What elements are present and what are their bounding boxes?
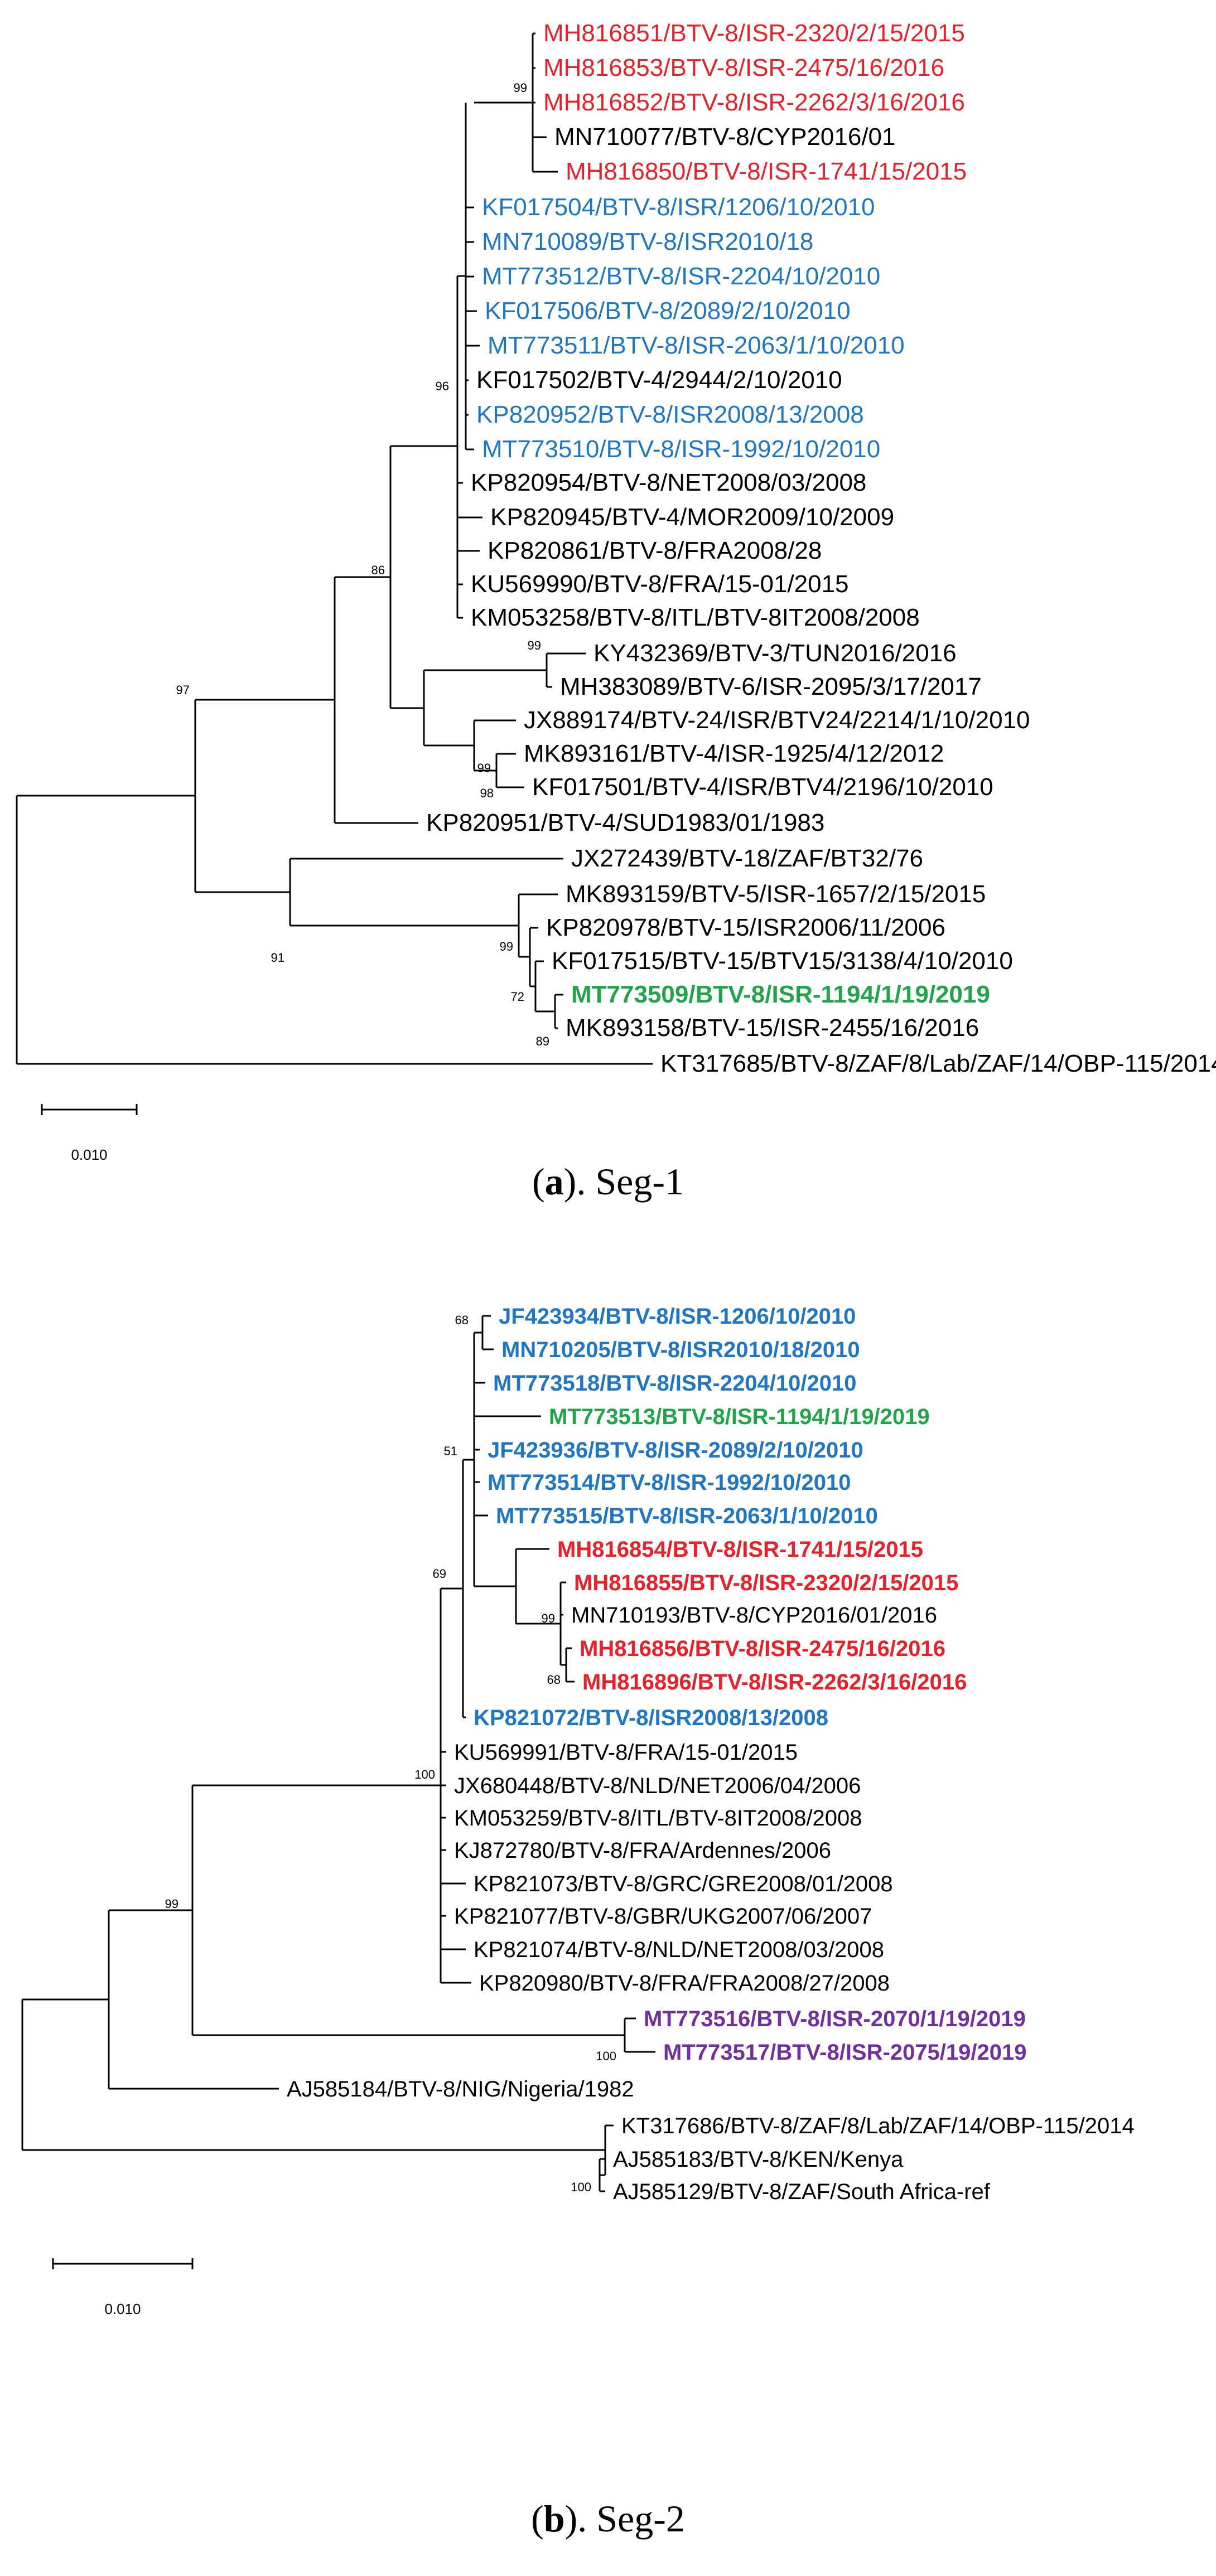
bootstrap-value: 98 xyxy=(480,786,494,800)
tree-leaf-label: KM053258/BTV-8/ITL/BTV-8IT2008/2008 xyxy=(471,604,920,631)
tree-leaf-label: KP820951/BTV-4/SUD1983/01/1983 xyxy=(426,809,824,836)
bootstrap-value: 91 xyxy=(271,951,284,965)
bootstrap-value: 68 xyxy=(455,1313,469,1327)
tree-leaf-label: KU569991/BTV-8/FRA/15-01/2015 xyxy=(454,1740,798,1765)
tree-leaf-label: JF423934/BTV-8/ISR-1206/10/2010 xyxy=(499,1304,856,1329)
phylogenetic-tree-seg2: JF423934/BTV-8/ISR-1206/10/2010MN710205/… xyxy=(21,1304,1135,2317)
bootstrap-value: 51 xyxy=(444,1444,457,1458)
tree-leaf-label: MT773509/BTV-8/ISR-1194/1/19/2019 xyxy=(571,981,990,1008)
tree-leaf-label: MT773511/BTV-8/ISR-2063/1/10/2010 xyxy=(488,332,905,359)
bootstrap-value: 99 xyxy=(500,940,513,953)
bootstrap-value: 100 xyxy=(596,2049,616,2063)
bootstrap-value: 68 xyxy=(547,1673,561,1687)
bootstrap-value: 96 xyxy=(436,379,449,393)
tree-leaf-label: JX889174/BTV-24/ISR/BTV24/2214/1/10/2010 xyxy=(524,706,1030,734)
tree-leaf-label: KJ872780/BTV-8/FRA/Ardennes/2006 xyxy=(454,1838,831,1863)
tree-leaf-label: MH816854/BTV-8/ISR-1741/15/2015 xyxy=(557,1537,923,1562)
scale-bar-label: 0.010 xyxy=(104,2301,141,2317)
tree-leaf-label: MK893161/BTV-4/ISR-1925/4/12/2012 xyxy=(524,740,944,767)
tree-leaf-label: JX272439/BTV-18/ZAF/BT32/76 xyxy=(571,845,923,872)
bootstrap-value: 72 xyxy=(511,990,524,1004)
tree-leaf-label: KP820978/BTV-15/ISR2006/11/2006 xyxy=(546,914,945,941)
tree-leaf-label: KF017502/BTV-4/2944/2/10/2010 xyxy=(476,366,842,394)
tree-leaf-label: KT317685/BTV-8/ZAF/8/Lab/ZAF/14/OBP-115/… xyxy=(660,1050,1216,1077)
bootstrap-value: 100 xyxy=(414,1768,435,1781)
tree-leaf-label: MK893158/BTV-15/ISR-2455/16/2016 xyxy=(566,1014,979,1042)
bootstrap-value: 99 xyxy=(514,81,527,95)
tree-leaf-label: MN710205/BTV-8/ISR2010/18/2010 xyxy=(501,1338,860,1362)
tree-leaf-label: KP820980/BTV-8/FRA/FRA2008/27/2008 xyxy=(479,1971,890,1996)
tree-leaf-label: AJ585129/BTV-8/ZAF/South Africa-ref xyxy=(613,2180,991,2204)
tree-leaf-label: KF017506/BTV-8/2089/2/10/2010 xyxy=(485,297,851,325)
tree-leaf-label: KF017515/BTV-15/BTV15/3138/4/10/2010 xyxy=(552,947,1013,975)
tree-leaf-label: KP820945/BTV-4/MOR2009/10/2009 xyxy=(490,503,894,531)
caption-seg2-letter: b xyxy=(543,2497,565,2540)
bootstrap-value: 69 xyxy=(433,1567,446,1581)
tree-leaf-label: MH816853/BTV-8/ISR-2475/16/2016 xyxy=(543,54,944,81)
tree-leaf-label: KY432369/BTV-3/TUN2016/2016 xyxy=(593,640,957,667)
tree-leaf-label: MT773518/BTV-8/ISR-2204/10/2010 xyxy=(493,1371,857,1396)
caption-seg2: (b). Seg-2 xyxy=(531,2497,685,2540)
tree-leaf-label: MN710089/BTV-8/ISR2010/18 xyxy=(482,228,813,255)
bootstrap-value: 100 xyxy=(571,2180,591,2194)
bootstrap-value: 99 xyxy=(528,638,541,652)
tree-leaf-label: MH816850/BTV-8/ISR-1741/15/2015 xyxy=(566,158,967,185)
tree-leaf-label: MT773514/BTV-8/ISR-1992/10/2010 xyxy=(488,1470,851,1495)
bootstrap-value: 97 xyxy=(176,683,190,697)
tree-leaf-label: KM053259/BTV-8/ITL/BTV-8IT2008/2008 xyxy=(454,1806,862,1831)
tree-leaf-label: JX680448/BTV-8/NLD/NET2006/04/2006 xyxy=(454,1774,861,1798)
tree-leaf-label: MK893159/BTV-5/ISR-1657/2/15/2015 xyxy=(566,880,986,908)
caption-seg1: (a). Seg-1 xyxy=(532,1160,684,1203)
bootstrap-value: 86 xyxy=(371,563,385,577)
tree-leaf-label: MH816855/BTV-8/ISR-2320/2/15/2015 xyxy=(574,1571,958,1595)
tree-leaf-label: KT317686/BTV-8/ZAF/8/Lab/ZAF/14/OBP-115/… xyxy=(621,2114,1135,2138)
tree-leaf-label: AJ585184/BTV-8/NIG/Nigeria/1982 xyxy=(287,2077,634,2102)
tree-leaf-label: KF017501/BTV-4/ISR/BTV4/2196/10/2010 xyxy=(532,773,993,801)
phylogenetic-tree-seg1: MH816851/BTV-8/ISR-2320/2/15/2015MH81685… xyxy=(16,20,1216,1160)
tree-leaf-label: KP821077/BTV-8/GBR/UKG2007/06/2007 xyxy=(454,1904,872,1929)
tree-leaf-label: MT773512/BTV-8/ISR-2204/10/2010 xyxy=(482,263,880,290)
tree-leaf-label: KU569990/BTV-8/FRA/15-01/2015 xyxy=(471,570,849,598)
tree-leaf-label: MT773517/BTV-8/ISR-2075/19/2019 xyxy=(663,2040,1027,2065)
bootstrap-value: 89 xyxy=(536,1034,549,1048)
scale-bar-label: 0.010 xyxy=(71,1146,107,1160)
tree-leaf-label: KP820954/BTV-8/NET2008/03/2008 xyxy=(471,469,866,496)
tree-leaf-label: AJ585183/BTV-8/KEN/Kenya xyxy=(613,2147,904,2172)
caption-seg1-text: ). Seg-1 xyxy=(563,1160,684,1203)
tree-leaf-label: MT773515/BTV-8/ISR-2063/1/10/2010 xyxy=(496,1504,878,1528)
caption-seg2-text: ). Seg-2 xyxy=(564,2497,685,2540)
tree-leaf-label: MH816852/BTV-8/ISR-2262/3/16/2016 xyxy=(543,89,965,116)
tree-leaf-label: MH816896/BTV-8/ISR-2262/3/16/2016 xyxy=(582,1670,967,1694)
bootstrap-value: 99 xyxy=(165,1897,178,1911)
tree-leaf-label: MH816856/BTV-8/ISR-2475/16/2016 xyxy=(580,1636,945,1661)
tree-leaf-label: KF017504/BTV-8/ISR/1206/10/2010 xyxy=(482,193,875,221)
tree-leaf-label: KP820861/BTV-8/FRA2008/28 xyxy=(488,537,822,564)
tree-leaf-label: MT773510/BTV-8/ISR-1992/10/2010 xyxy=(482,435,880,463)
tree-leaf-label: MN710193/BTV-8/CYP2016/01/2016 xyxy=(571,1603,937,1628)
bootstrap-value: 99 xyxy=(542,1611,555,1625)
tree-leaf-label: JF423936/BTV-8/ISR-2089/2/10/2010 xyxy=(488,1438,863,1463)
tree-leaf-label: KP821074/BTV-8/NLD/NET2008/03/2008 xyxy=(474,1938,884,1962)
tree-leaf-label: KP820952/BTV-8/ISR2008/13/2008 xyxy=(476,401,864,428)
caption-seg1-letter: a xyxy=(544,1160,564,1203)
tree-leaf-label: MH383089/BTV-6/ISR-2095/3/17/2017 xyxy=(560,673,982,700)
bootstrap-value: 99 xyxy=(477,761,491,775)
tree-leaf-label: KP821073/BTV-8/GRC/GRE2008/01/2008 xyxy=(474,1872,893,1896)
tree-leaf-label: KP821072/BTV-8/ISR2008/13/2008 xyxy=(474,1706,828,1730)
tree-leaf-label: MT773516/BTV-8/ISR-2070/1/19/2019 xyxy=(644,2007,1026,2031)
tree-leaf-label: MH816851/BTV-8/ISR-2320/2/15/2015 xyxy=(543,20,965,47)
tree-leaf-label: MN710077/BTV-8/CYP2016/01 xyxy=(554,123,896,151)
tree-leaf-label: MT773513/BTV-8/ISR-1194/1/19/2019 xyxy=(549,1405,930,1429)
